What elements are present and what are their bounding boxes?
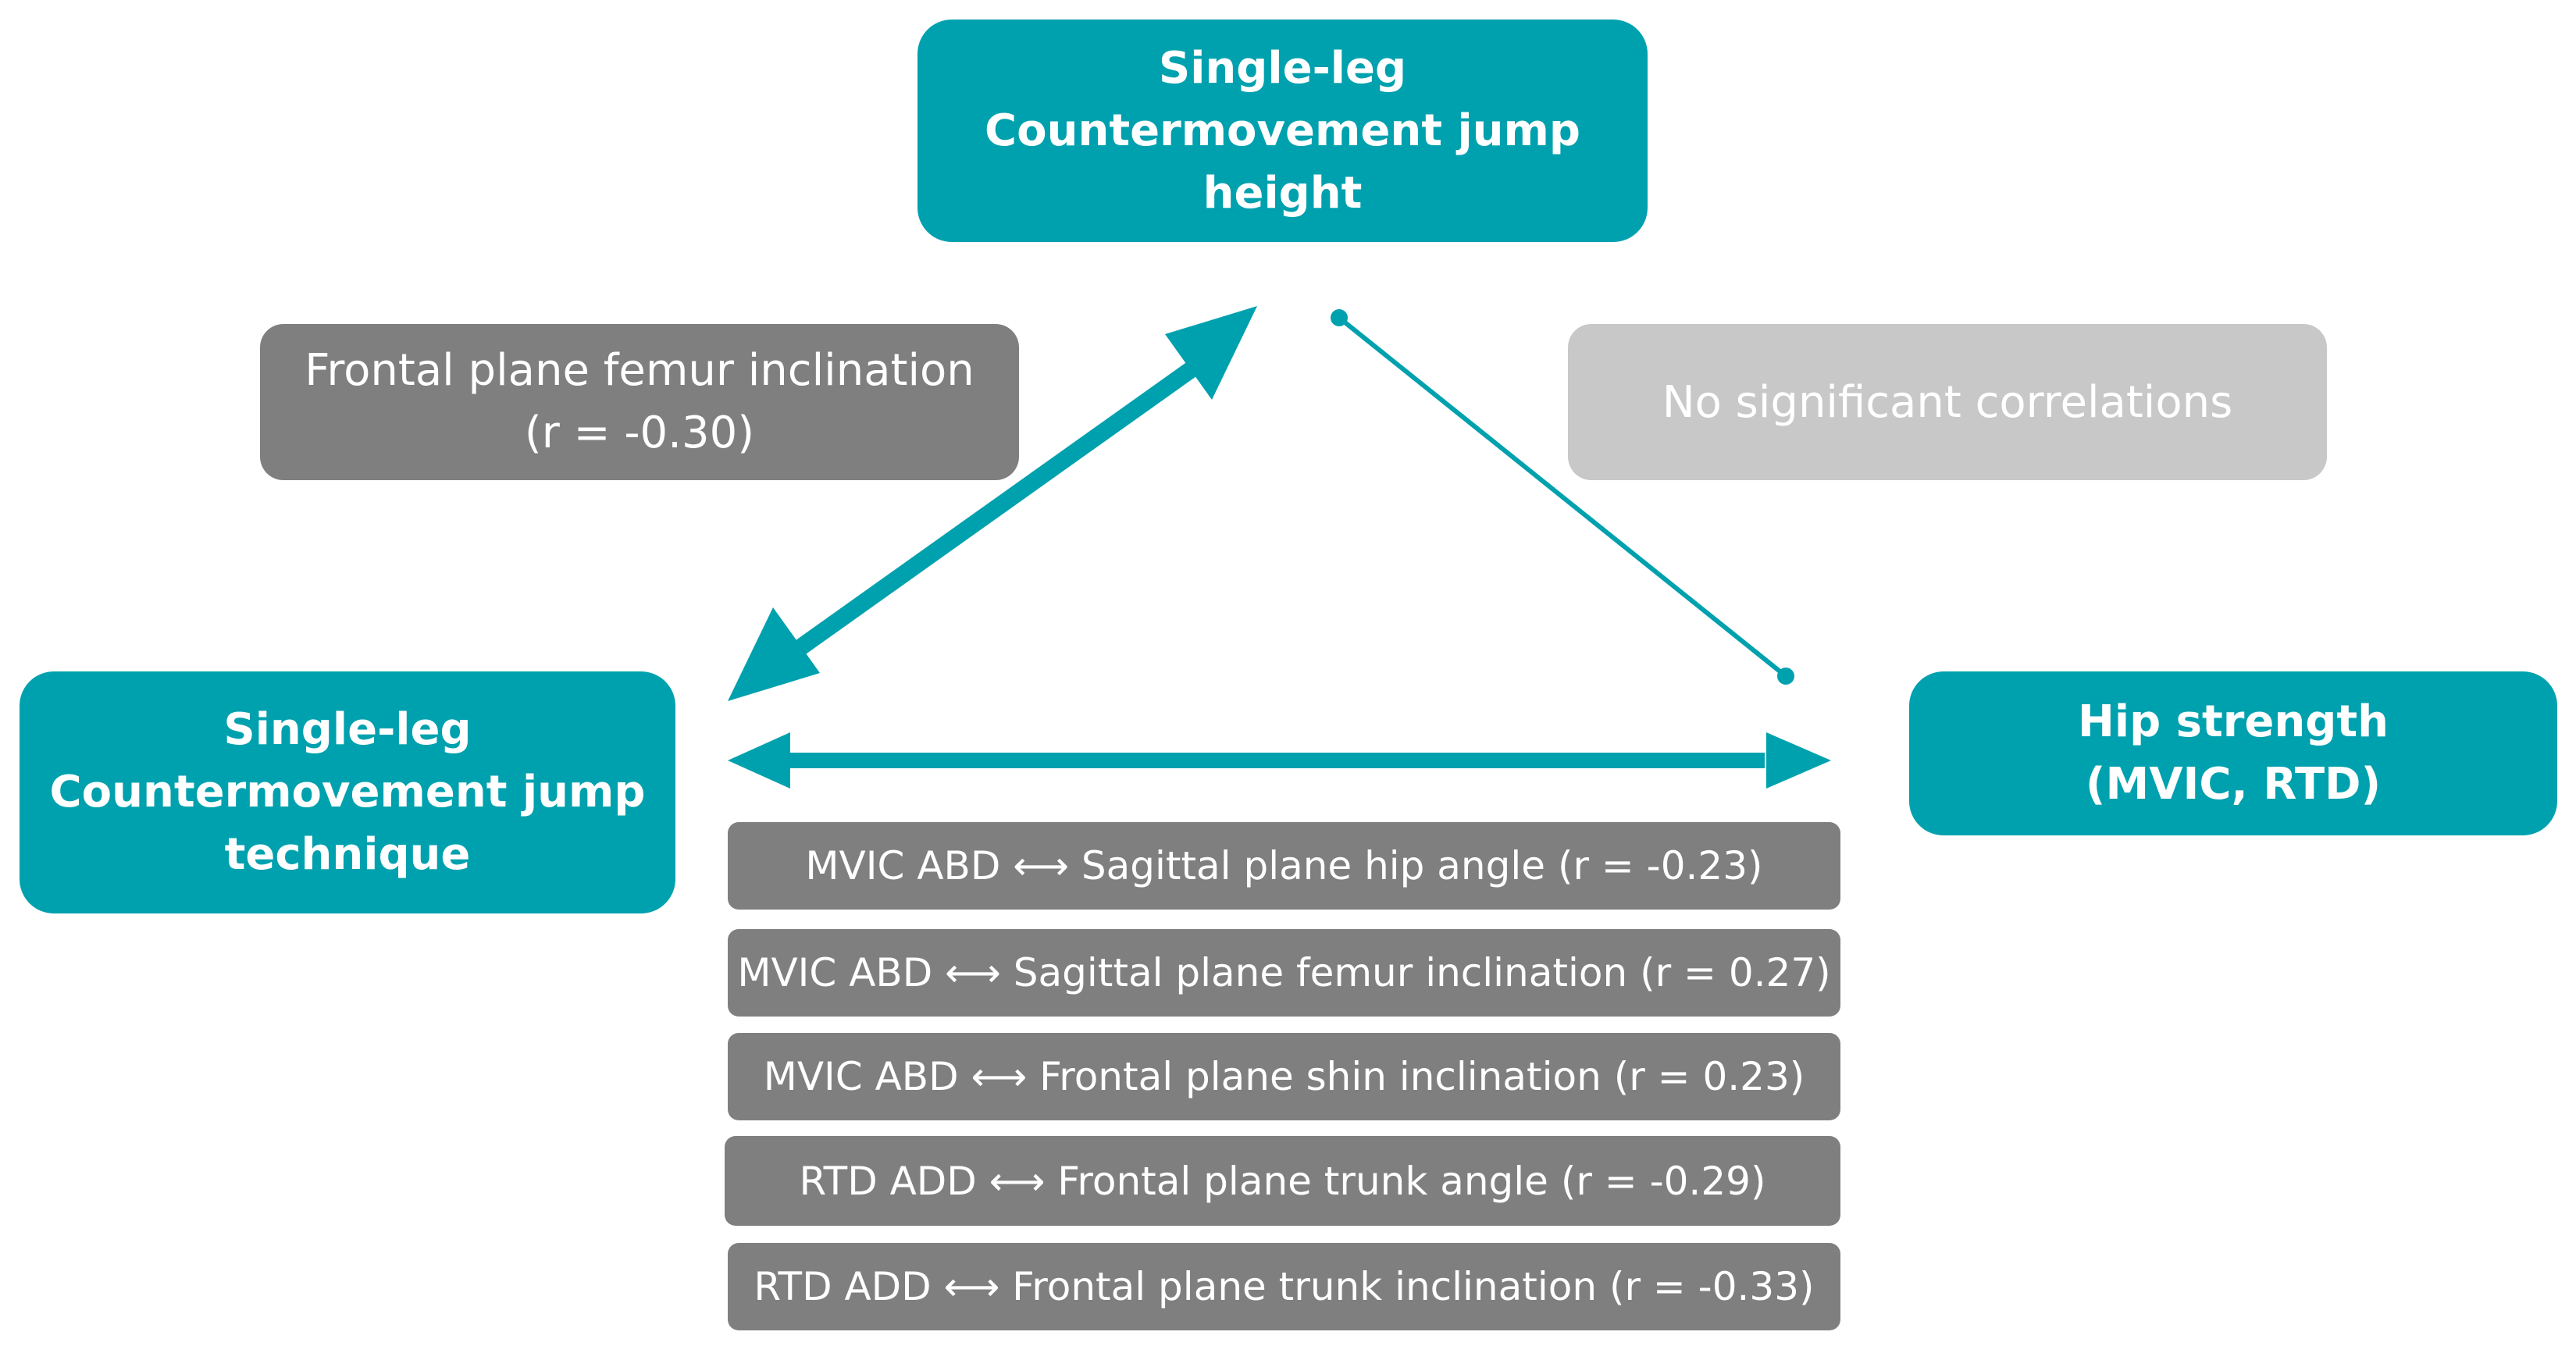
bidirectional-arrow-icon: ⟷ [943,1264,1000,1309]
label-height-strength-text: No significant correlations [1662,376,2233,428]
label-technique-height-line-2: (r = -0.30) [524,408,755,458]
connector-dot-top [1331,309,1348,326]
row-r-value: (r = -0.33) [1609,1264,1815,1309]
row-strength: RTD ADD [754,1264,932,1309]
correlation-row: MVIC ABD ⟷ Sagittal plane hip angle (r =… [728,822,1840,910]
label-height-strength-correlation: No significant correlations [1568,324,2327,480]
row-r-value: (r = 0.23) [1613,1054,1805,1099]
correlation-row: MVIC ABD ⟷ Frontal plane shin inclinatio… [728,1033,1840,1120]
correlation-row: RTD ADD ⟷ Frontal plane trunk angle (r =… [725,1136,1840,1226]
row-technique: Sagittal plane femur inclination [1013,950,1628,995]
label-technique-height-correlation: Frontal plane femur inclination (r = -0.… [260,324,1019,480]
node-jump-technique-line-1: Single-leg [223,704,472,755]
row-technique: Sagittal plane hip angle [1081,843,1546,888]
arrow-technique-strength-head-left [728,732,790,789]
connector-height-strength [1338,315,1787,678]
node-hip-strength: Hip strength (MVIC, RTD) [1909,671,2557,835]
bidirectional-arrow-icon: ⟷ [989,1158,1046,1204]
row-r-value: (r = 0.27) [1640,950,1831,995]
row-r-value: (r = -0.23) [1557,843,1763,888]
arrow-technique-height-head-top [1165,306,1257,400]
row-technique: Frontal plane trunk angle [1057,1158,1548,1204]
row-r-value: (r = -0.29) [1560,1158,1766,1204]
bidirectional-arrow-icon: ⟷ [971,1054,1028,1099]
label-technique-height-line-1: Frontal plane femur inclination [305,345,974,396]
correlation-row: MVIC ABD ⟷ Sagittal plane femur inclinat… [728,929,1840,1017]
row-strength: MVIC ABD [763,1054,959,1099]
arrow-technique-height-shaft [783,360,1200,663]
row-technique: Frontal plane trunk inclination [1012,1264,1598,1309]
node-jump-height: Single-leg Countermovement jump height [917,20,1648,242]
row-strength: MVIC ABD [805,843,1001,888]
arrow-technique-strength-head-right [1766,732,1831,789]
node-jump-technique-line-2: Countermovement jump [49,767,646,817]
bidirectional-arrow-icon: ⟷ [1013,843,1069,888]
node-jump-height-line-3: height [1202,167,1363,219]
row-strength: RTD ADD [799,1158,977,1204]
row-strength: MVIC ABD [737,950,933,995]
node-jump-technique: Single-leg Countermovement jump techniqu… [20,671,675,913]
bidirectional-arrow-icon: ⟷ [945,950,1001,995]
arrow-technique-height-head-bottom [728,607,820,701]
node-jump-technique-line-3: technique [224,829,471,880]
connector-dot-bottom [1777,668,1794,685]
node-jump-height-line-1: Single-leg [1158,42,1407,94]
row-technique: Frontal plane shin inclination [1039,1054,1602,1099]
node-hip-strength-line-1: Hip strength [2078,696,2389,747]
node-hip-strength-line-2: (MVIC, RTD) [2085,759,2382,810]
node-jump-height-line-2: Countermovement jump [985,105,1580,156]
correlation-row: RTD ADD ⟷ Frontal plane trunk inclinatio… [728,1243,1840,1330]
